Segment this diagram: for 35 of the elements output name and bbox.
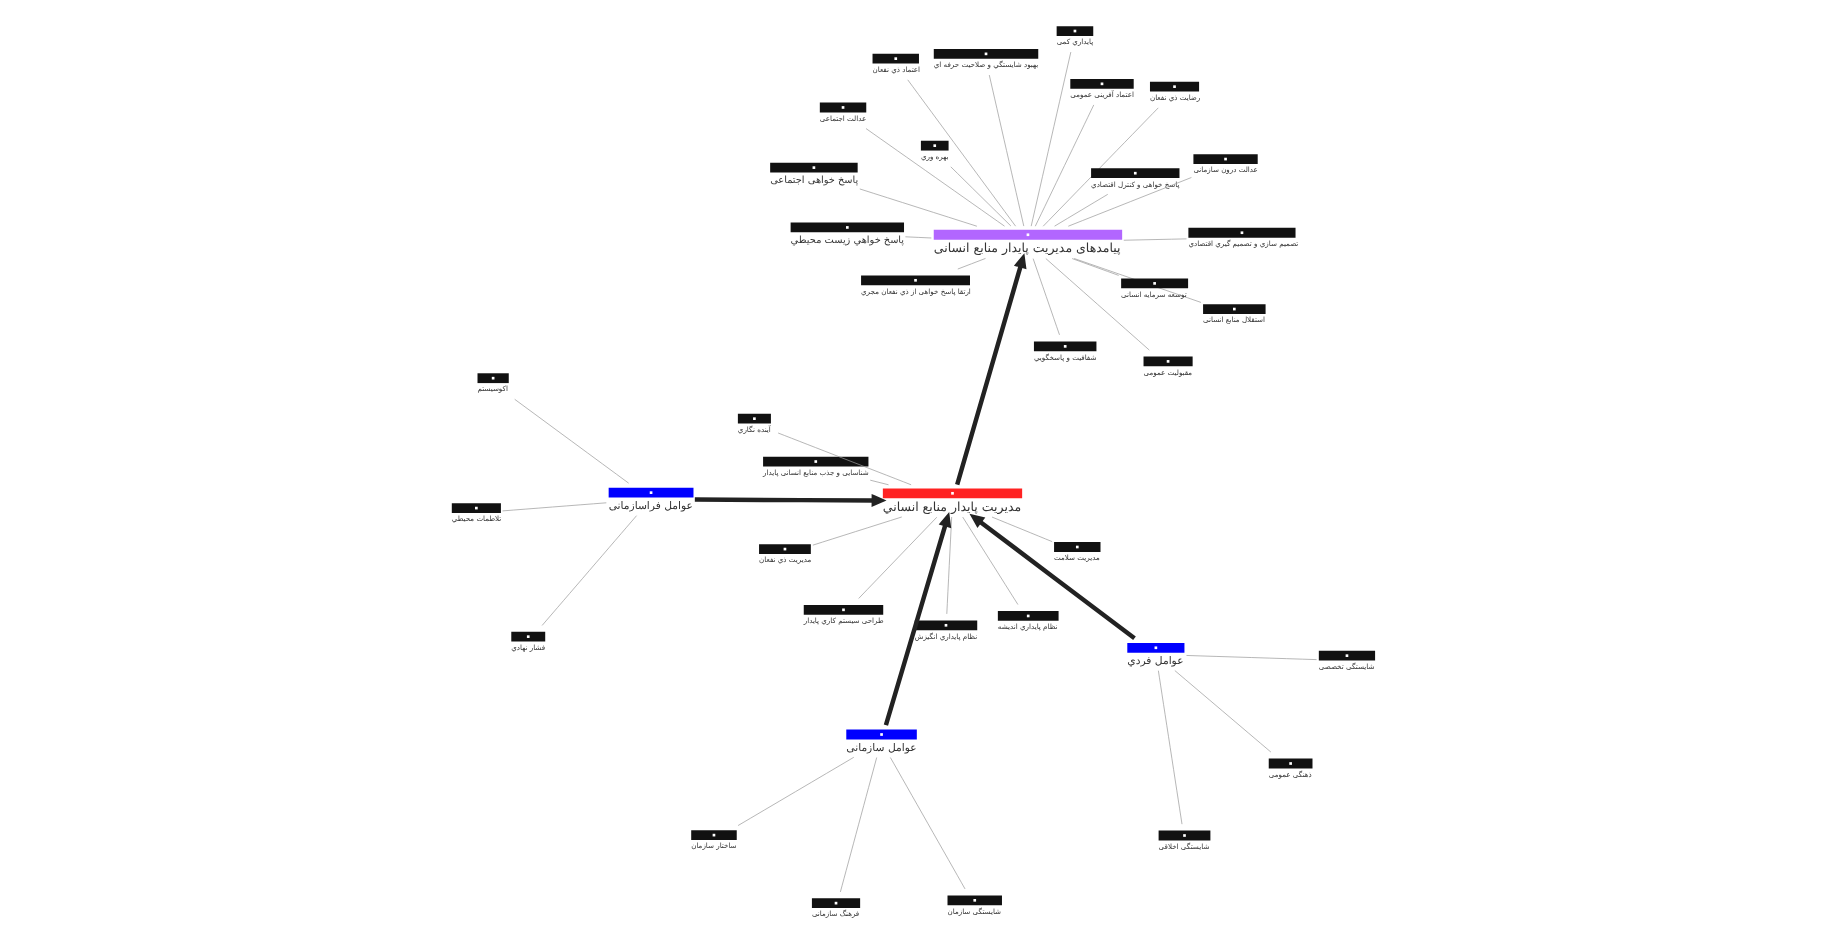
- connector: [987, 74, 1024, 227]
- connector: [949, 166, 1011, 227]
- connector: [1173, 670, 1271, 753]
- connector: [1185, 655, 1316, 660]
- connector: [889, 757, 965, 890]
- connector: [1029, 51, 1071, 227]
- connector: [1066, 177, 1191, 227]
- connector: [1033, 104, 1094, 227]
- connector: [868, 479, 888, 486]
- arrow: [968, 513, 1135, 641]
- arrow: [954, 253, 1026, 486]
- connector: [501, 502, 606, 512]
- connector: [1070, 258, 1118, 276]
- connector: [839, 757, 877, 893]
- connector: [945, 516, 952, 615]
- connector: [776, 432, 911, 486]
- connector: [956, 258, 985, 270]
- connector: [811, 516, 902, 546]
- connector: [990, 516, 1052, 542]
- connector: [904, 236, 931, 239]
- connector: [864, 128, 1004, 227]
- connector: [858, 188, 977, 227]
- connector: [1031, 258, 1059, 336]
- connector: [1044, 258, 1149, 351]
- connector: [540, 515, 636, 626]
- connector: [857, 516, 937, 599]
- connector: [513, 398, 629, 484]
- connector: [961, 516, 1018, 605]
- connector: [736, 756, 854, 826]
- connector: [906, 79, 1015, 227]
- connector: [1122, 238, 1186, 241]
- connector: [1053, 193, 1108, 227]
- arrow: [693, 493, 886, 507]
- connector: [1041, 107, 1158, 227]
- connector: [1157, 670, 1182, 825]
